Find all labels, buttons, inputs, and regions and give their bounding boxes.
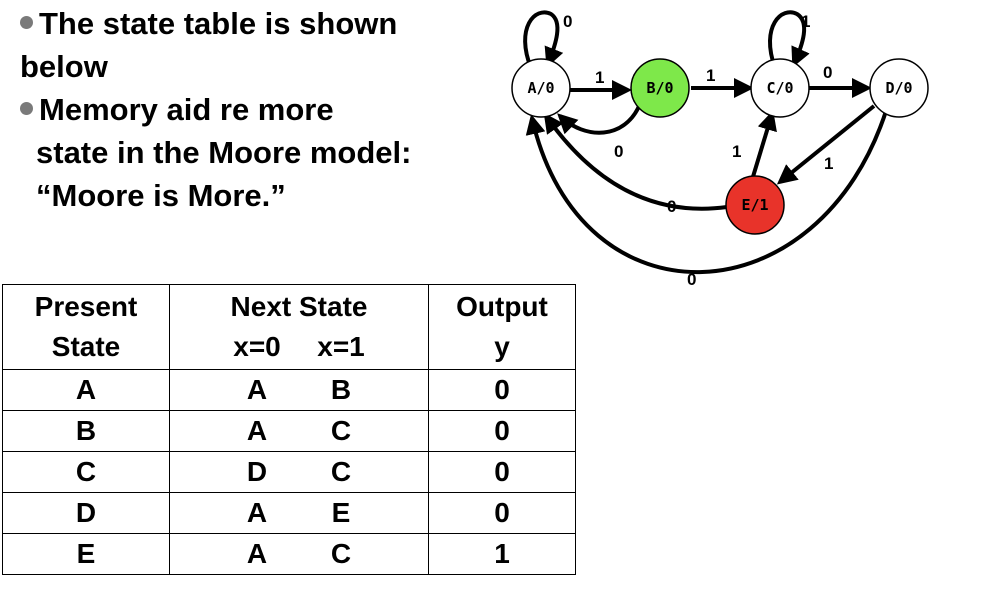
cell-next-x1: C <box>330 538 352 569</box>
cell-next-x1: C <box>330 415 352 446</box>
header-x1: x=1 <box>317 331 365 362</box>
bullet-2-quote: “Moore is More.” <box>36 178 286 213</box>
header-output: Output y <box>428 284 576 370</box>
edge-c-self <box>768 10 810 69</box>
cell-output: 0 <box>428 451 576 493</box>
bullet-text: The state table is shown below Memory ai… <box>20 2 480 217</box>
cell-output: 0 <box>428 410 576 452</box>
state-node-b: B/0 <box>630 58 690 118</box>
edge-label-c-d: 0 <box>823 63 832 82</box>
state-node-e: E/1 <box>725 175 785 235</box>
cell-next-x1: B <box>330 374 352 405</box>
cell-state: E <box>2 533 170 575</box>
state-node-d-label: D/0 <box>885 79 912 97</box>
cell-output: 0 <box>428 369 576 411</box>
cell-state: B <box>2 410 170 452</box>
edge-label-b-c: 1 <box>706 66 715 85</box>
header-state-label: State <box>51 331 121 362</box>
edge-label-d-a: 0 <box>687 270 696 289</box>
header-output-label: Output <box>456 291 548 322</box>
state-node-c: C/0 <box>750 58 810 118</box>
edge-e-c <box>750 110 777 181</box>
state-node-a: A/0 <box>511 58 571 118</box>
bullet-1: The state table is shown <box>20 2 480 45</box>
edge-label-b-a: 0 <box>614 142 623 161</box>
cell-next-x0: A <box>246 538 268 569</box>
bullet-2-text: Memory aid re more <box>39 92 334 127</box>
header-y-label: y <box>494 331 510 362</box>
edge-e-a <box>543 112 728 211</box>
state-node-a-label: A/0 <box>527 79 554 97</box>
bullet-2: Memory aid re more <box>20 88 480 131</box>
cell-next-x0: A <box>246 374 268 405</box>
bullet-dot-icon <box>20 16 33 30</box>
cell-next-x0: A <box>246 415 268 446</box>
header-present-state: Present State <box>2 284 170 370</box>
header-x0: x=0 <box>233 331 281 362</box>
header-present-label: Present <box>34 291 138 322</box>
header-next-state: Next State x=0 x=1 <box>169 284 429 370</box>
edge-d-e <box>776 104 876 185</box>
cell-state: C <box>2 451 170 493</box>
edge-a-self <box>523 10 564 69</box>
edge-label-d-e: 1 <box>824 154 833 173</box>
edge-label-a-self: 0 <box>563 12 572 31</box>
header-next-label: Next State <box>230 291 368 322</box>
state-table: Present State Next State x=0 x=1 Output y… <box>2 284 576 575</box>
cell-output: 0 <box>428 492 576 534</box>
state-node-c-label: C/0 <box>766 79 793 97</box>
cell-next-x0: A <box>246 497 268 528</box>
edge-b-a <box>557 103 642 135</box>
cell-state: A <box>2 369 170 411</box>
cell-next-x0: D <box>246 456 268 487</box>
edge-label-a-b: 1 <box>595 68 604 87</box>
bullet-1-text: The state table is shown <box>39 6 398 41</box>
state-node-e-label: E/1 <box>741 196 768 214</box>
edge-d-a <box>525 107 889 275</box>
cell-output: 1 <box>428 533 576 575</box>
bullet-1-cont: below <box>20 49 108 84</box>
table-header-row: Present State Next State x=0 x=1 Output y <box>2 284 576 370</box>
bullet-dot-icon <box>20 102 33 116</box>
cell-next-x1: C <box>330 456 352 487</box>
edge-label-c-self: 1 <box>801 12 810 31</box>
edge-label-e-c: 1 <box>732 142 741 161</box>
header-inputs: x=0 x=1 <box>170 327 428 367</box>
cell-next-x1: E <box>331 497 351 528</box>
bullet-2-cont: state in the Moore model: <box>36 135 412 170</box>
state-node-d: D/0 <box>869 58 929 118</box>
state-node-b-label: B/0 <box>646 79 673 97</box>
edge-label-e-a: 0 <box>667 197 676 216</box>
